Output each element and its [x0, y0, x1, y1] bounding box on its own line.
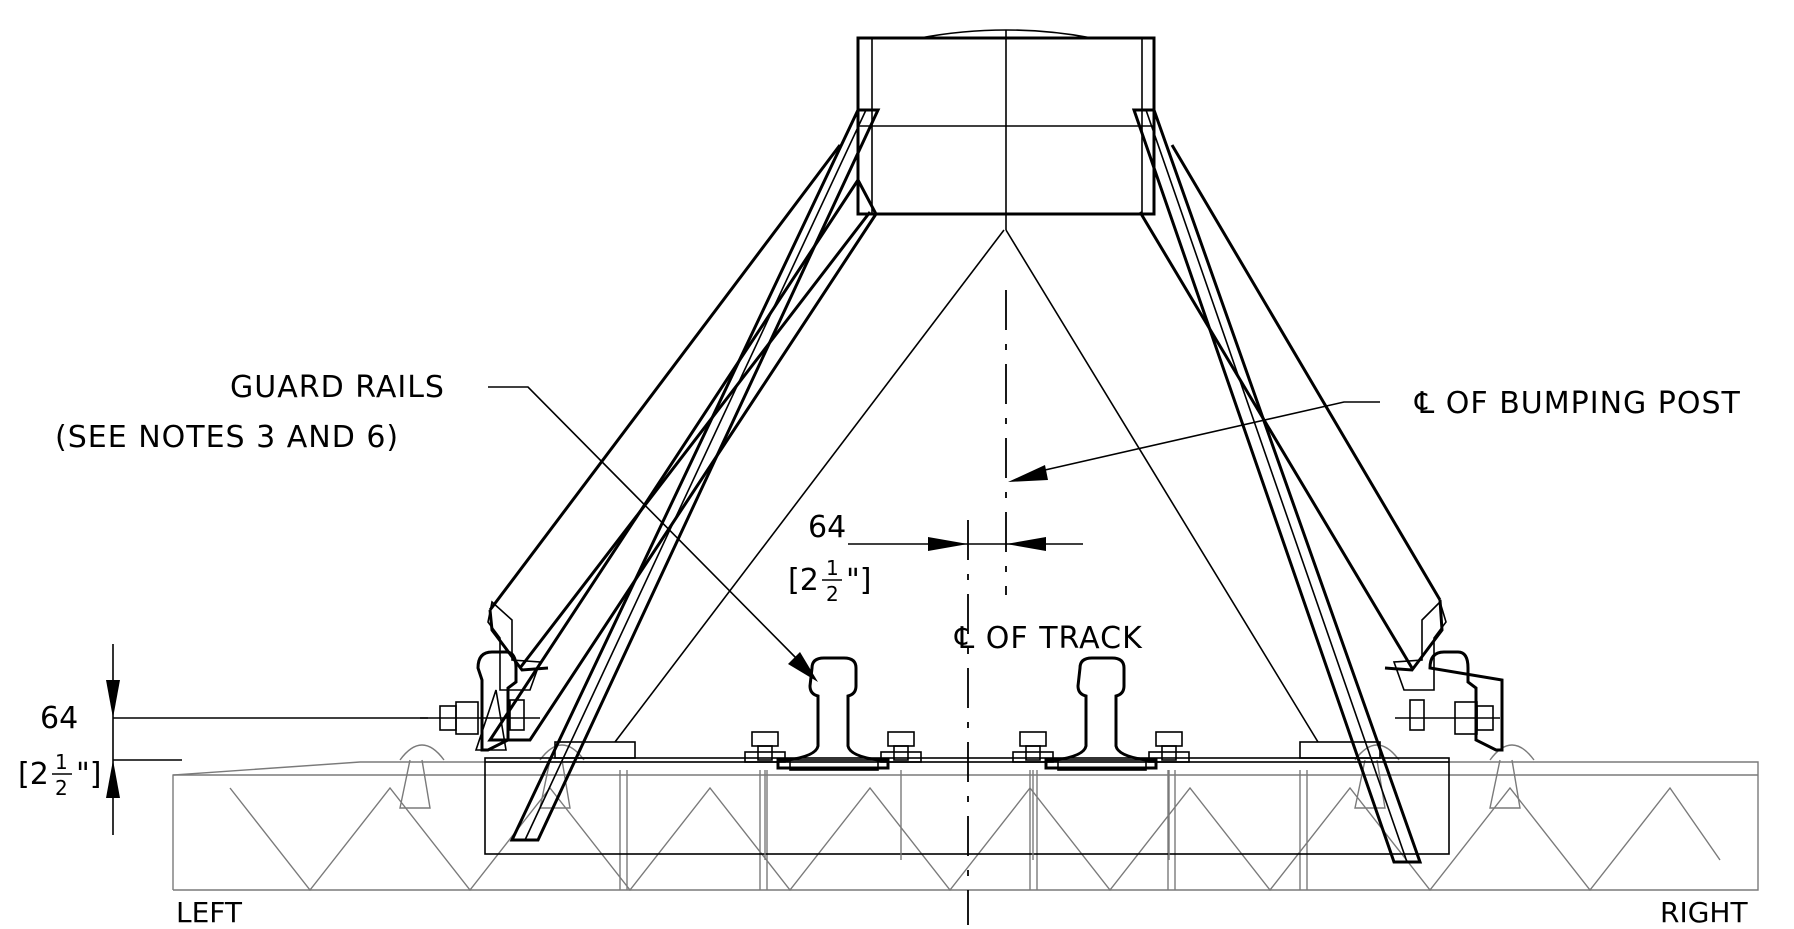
guard-rail-bolts: [420, 699, 1500, 735]
bumping-post-head: [856, 29, 1156, 216]
leader-cl-bumping-post: [1008, 401, 1380, 482]
guard-rail-right: [1428, 650, 1504, 752]
cl-bumping-post-label: ℄ OF BUMPING POST: [1414, 386, 1741, 421]
left-label: LEFT: [176, 896, 243, 929]
dim-h-imperial-den: 2: [826, 582, 839, 606]
dim-v-imperial-whole: [2: [18, 757, 49, 792]
bumping-post-struts: [487, 108, 1447, 864]
base-plate: [484, 741, 1450, 855]
guard-rails-note: (SEE NOTES 3 AND 6): [55, 420, 399, 455]
dimension-vertical-offset: 64 [2 1 2 "]: [18, 644, 428, 835]
dim-v-imperial-suffix: "]: [76, 757, 102, 792]
right-label: RIGHT: [1660, 896, 1748, 929]
dim-h-imperial-whole: [2: [788, 563, 819, 598]
leader-guard-rails: [488, 386, 818, 682]
rail-fasteners: [744, 731, 1190, 860]
dim-v-imperial-den: 2: [55, 776, 68, 800]
dim-h-metric: 64: [808, 510, 846, 545]
concrete-tie: [172, 744, 1759, 892]
cl-track-label: ℄ OF TRACK: [954, 621, 1143, 656]
running-rail-right: [1044, 656, 1158, 771]
guard-rails-label: GUARD RAILS: [230, 370, 445, 405]
dim-v-imperial-num: 1: [55, 750, 68, 774]
dim-h-imperial-suffix: "]: [846, 563, 872, 598]
dim-h-imperial-num: 1: [826, 556, 839, 580]
running-rail-left: [776, 656, 890, 771]
dimension-horizontal-offset: 64 [2 1 2 "]: [788, 510, 1083, 606]
dim-v-metric: 64: [40, 701, 78, 736]
